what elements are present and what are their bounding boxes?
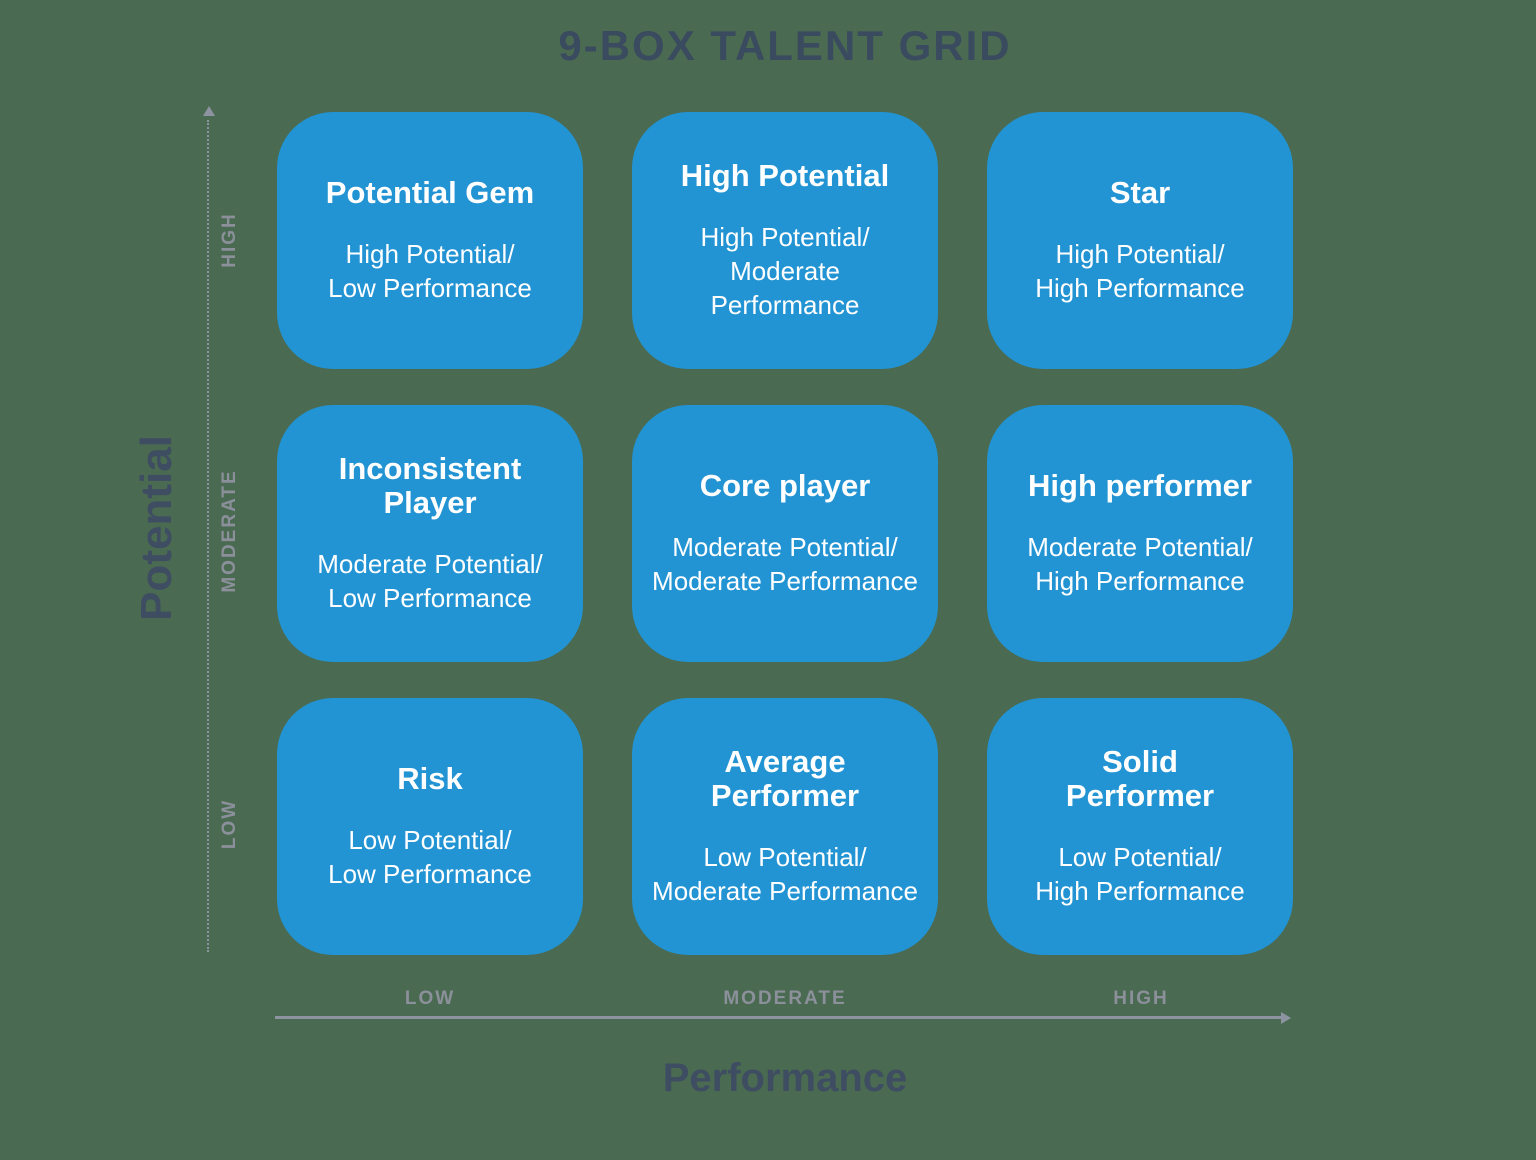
- grid-box-high-performer: High performer Moderate Potential/ High …: [987, 405, 1293, 662]
- grid-box-high-potential: High Potential High Potential/ Moderate …: [632, 112, 938, 369]
- box-title: Solid Performer: [1066, 745, 1214, 813]
- y-tick-moderate: MODERATE: [219, 469, 240, 593]
- x-axis-label: Performance: [662, 1056, 908, 1100]
- x-tick-high: HIGH: [1113, 988, 1169, 1009]
- box-subtitle-line: High Performance: [1035, 273, 1245, 303]
- box-title-line: Potential Gem: [325, 175, 535, 210]
- box-title: Inconsistent Player: [339, 452, 522, 520]
- grid-box-core-player: Core player Moderate Potential/ Moderate…: [632, 405, 938, 662]
- box-title: High Potential: [681, 159, 889, 193]
- box-subtitle-line: Low Potential/: [1058, 842, 1222, 872]
- box-subtitle-line: High Potential/: [700, 222, 870, 252]
- y-axis-arrow-up-icon: [203, 106, 215, 116]
- box-title-line: Core player: [699, 468, 871, 503]
- box-subtitle-line: Low Performance: [328, 583, 532, 613]
- y-tick-low: LOW: [219, 798, 240, 850]
- box-subtitle-line: Moderate Potential/: [672, 532, 898, 562]
- x-tick-low: LOW: [404, 988, 456, 1009]
- box-title: High performer: [1028, 469, 1252, 503]
- box-title-line: Performer: [1065, 778, 1215, 813]
- box-subtitle: Moderate Potential/ Moderate Performance: [652, 530, 918, 598]
- box-subtitle-line: High Performance: [1035, 876, 1245, 906]
- box-title: Star: [1110, 176, 1170, 210]
- box-subtitle-line: Moderate Performance: [652, 566, 918, 596]
- box-subtitle-line: High Potential/: [345, 239, 515, 269]
- x-axis-line: [275, 1016, 1283, 1019]
- y-axis-line: [207, 120, 209, 952]
- box-title-line: High performer: [1028, 468, 1252, 503]
- box-subtitle-line: Low Performance: [328, 859, 532, 889]
- box-title: Average Performer: [711, 745, 859, 813]
- box-subtitle-line: Moderate Potential/: [317, 549, 543, 579]
- grid-box-average-performer: Average Performer Low Potential/ Moderat…: [632, 698, 938, 955]
- box-subtitle-line: Low Potential/: [348, 825, 512, 855]
- box-subtitle-line: High Performance: [1035, 566, 1245, 596]
- box-subtitle-line: Moderate: [730, 256, 840, 286]
- grid-box-star: Star High Potential/ High Performance: [987, 112, 1293, 369]
- box-title-line: Inconsistent: [338, 451, 522, 486]
- grid-box-potential-gem: Potential Gem High Potential/ Low Perfor…: [277, 112, 583, 369]
- box-subtitle-line: Low Potential/: [703, 842, 867, 872]
- box-subtitle: Low Potential/ Low Performance: [328, 823, 532, 891]
- x-tick-moderate: MODERATE: [723, 988, 847, 1009]
- grid-box-risk: Risk Low Potential/ Low Performance: [277, 698, 583, 955]
- box-subtitle: Moderate Potential/ Low Performance: [317, 547, 542, 615]
- box-title: Risk: [397, 762, 462, 796]
- box-title-line: Average: [724, 744, 846, 779]
- talent-grid-matrix: Potential Gem High Potential/ Low Perfor…: [277, 112, 1293, 955]
- box-subtitle: Low Potential/ High Performance: [1035, 840, 1245, 908]
- box-title: Core player: [700, 469, 871, 503]
- grid-box-inconsistent-player: Inconsistent Player Moderate Potential/ …: [277, 405, 583, 662]
- box-subtitle-line: Performance: [710, 290, 860, 320]
- box-subtitle-line: Low Performance: [328, 273, 532, 303]
- page-title: 9-BOX TALENT GRID: [558, 22, 1012, 69]
- box-title-line: Player: [383, 485, 477, 520]
- box-title: Potential Gem: [326, 176, 534, 210]
- box-subtitle-line: Moderate Performance: [652, 876, 918, 906]
- y-tick-high: HIGH: [219, 212, 240, 268]
- box-title-line: Solid: [1102, 744, 1178, 779]
- x-axis-arrow-right-icon: [1281, 1012, 1291, 1024]
- box-title-line: Star: [1109, 175, 1171, 210]
- box-title-line: High Potential: [680, 158, 890, 193]
- box-subtitle-line: Moderate Potential/: [1027, 532, 1253, 562]
- box-subtitle: High Potential/ Moderate Performance: [700, 220, 869, 322]
- box-title-line: Performer: [710, 778, 860, 813]
- box-subtitle: High Potential/ Low Performance: [328, 237, 532, 305]
- box-title-line: Risk: [397, 761, 463, 796]
- y-axis-label: Potential: [132, 435, 181, 621]
- box-subtitle: Low Potential/ Moderate Performance: [652, 840, 918, 908]
- box-subtitle-line: High Potential/: [1055, 239, 1225, 269]
- grid-box-solid-performer: Solid Performer Low Potential/ High Perf…: [987, 698, 1293, 955]
- box-subtitle: High Potential/ High Performance: [1035, 237, 1245, 305]
- box-subtitle: Moderate Potential/ High Performance: [1027, 530, 1252, 598]
